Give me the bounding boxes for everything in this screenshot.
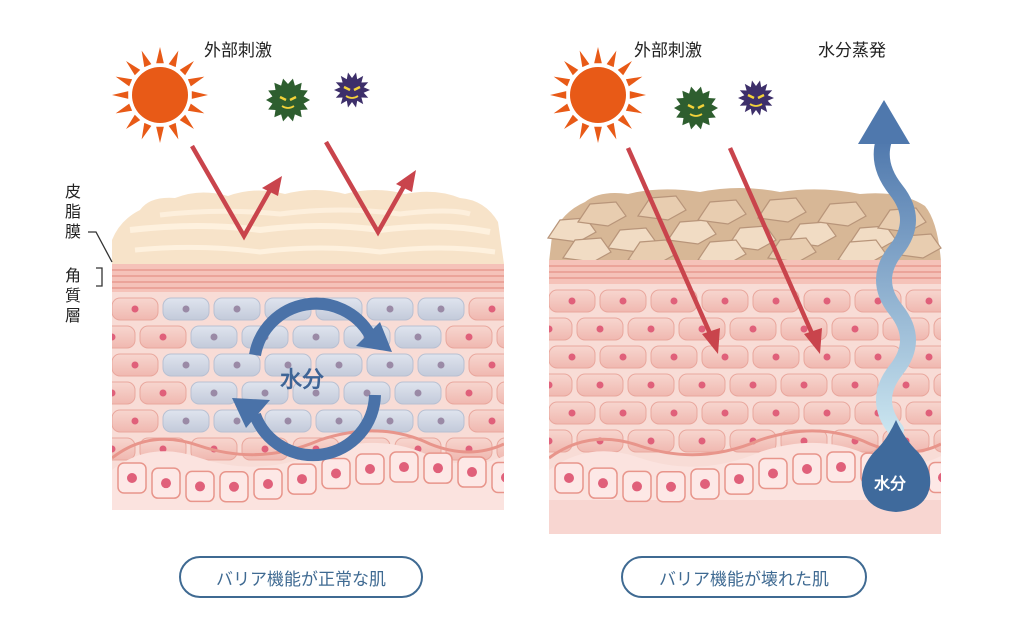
stratum-corneum bbox=[112, 264, 504, 292]
sun-icon bbox=[550, 47, 646, 143]
stimulus-label-right: 外部刺激 bbox=[634, 41, 702, 61]
sebum-label: 皮脂膜 bbox=[64, 182, 81, 241]
sun-icon bbox=[112, 47, 208, 143]
cracked-sebum-film bbox=[546, 188, 942, 265]
layer-label-brackets bbox=[88, 231, 113, 287]
sebum-film bbox=[112, 190, 504, 264]
penetrating-stimulus-arrows bbox=[625, 147, 822, 354]
stratum-corneum-damaged bbox=[549, 260, 941, 284]
water-drop-label: 水分 bbox=[874, 474, 907, 493]
water-center-label: 水分 bbox=[280, 368, 325, 393]
water-drop-icon bbox=[861, 420, 931, 512]
basal-layer-right bbox=[549, 429, 941, 534]
stimulus-label-left: 外部刺激 bbox=[204, 41, 272, 61]
reflected-stimulus-arrows bbox=[190, 140, 416, 241]
water-cycle-arrows bbox=[232, 297, 392, 462]
evaporation-arrow bbox=[858, 100, 916, 438]
caption-normal-skin: バリア機能が正常な肌 bbox=[179, 556, 423, 598]
basal-layer bbox=[112, 429, 504, 510]
right-skin-panel bbox=[546, 47, 942, 534]
caption-damaged-skin: バリア機能が壊れた肌 bbox=[621, 556, 867, 598]
green-germ-icon bbox=[266, 78, 310, 122]
stratum-corneum-label: 角質層 bbox=[64, 266, 81, 325]
purple-germ-icon bbox=[738, 80, 774, 116]
evaporation-label: 水分蒸発 bbox=[818, 41, 886, 61]
left-skin-panel bbox=[88, 47, 504, 510]
purple-germ-icon bbox=[334, 72, 370, 108]
green-germ-icon bbox=[674, 86, 718, 130]
